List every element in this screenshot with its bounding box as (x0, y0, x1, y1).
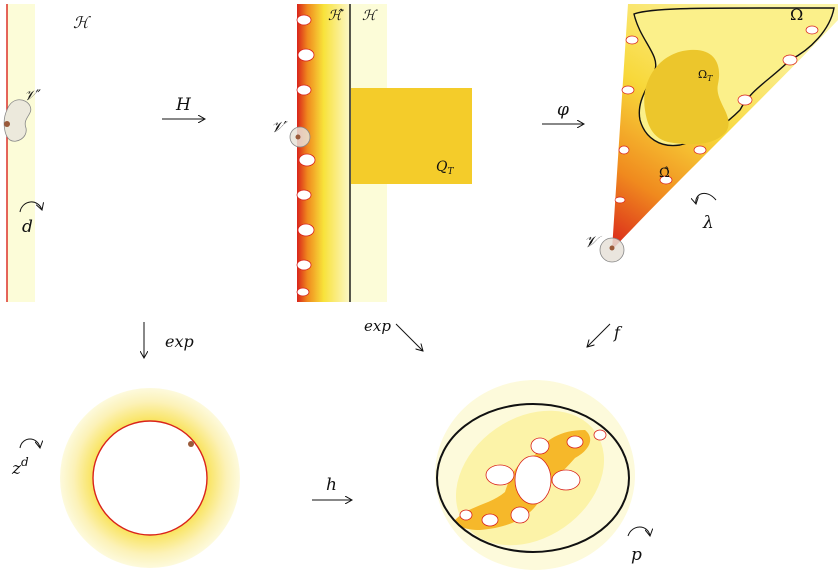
Omega-T-region (644, 49, 729, 145)
label-map-phi: φ (557, 100, 569, 120)
p-rotation-arrow (627, 526, 650, 536)
panel-bottom-right-julia: p (435, 380, 650, 570)
d-rotation-arrow (19, 201, 42, 213)
arrow-exp-diag: exp (364, 317, 423, 351)
label-H-hat: ℋ̂ (328, 8, 344, 24)
label-z-d: zd (11, 455, 29, 479)
label-map-H: H (175, 95, 192, 115)
arrow-f: f (587, 323, 623, 347)
left-strip (7, 4, 35, 302)
Q-T-square (351, 88, 472, 184)
label-H-left: ℋ (73, 13, 91, 32)
v-double-blob (3, 99, 32, 142)
arrow-exp-down: exp (144, 322, 194, 358)
label-V-prime: 𝒱′ (271, 118, 288, 136)
arrow-h: h (312, 475, 352, 500)
label-exp-down: exp (165, 332, 194, 351)
label-exp-diag: exp (364, 317, 391, 335)
v-dot (609, 245, 615, 251)
v-double-dot (4, 121, 10, 127)
label-Omega: Ω (790, 5, 803, 24)
label-V-double: 𝒱″ (24, 88, 42, 104)
wedge-fractal-bulbs (614, 25, 819, 204)
circle-dot (188, 441, 194, 447)
panel-right-wedge: Ω ΩT Ω̂ λ 𝒱 (584, 4, 838, 263)
mid-fractal-bulbs (296, 14, 316, 297)
panel-bottom-left-disk: zd (11, 388, 240, 568)
arrow-H: H (162, 95, 205, 119)
panel-left-halfplane: ℋ 𝒱″ d (3, 4, 91, 302)
label-Omega-hat: Ω̂ (659, 166, 670, 181)
label-map-h: h (326, 475, 337, 495)
label-d: d (22, 217, 33, 237)
label-p: p (631, 545, 642, 565)
v-prime-dot (295, 134, 301, 140)
arrow-phi: φ (542, 100, 584, 124)
label-Q-T: QT (436, 159, 454, 177)
julia-enclosing-ellipse (436, 403, 630, 553)
panel-middle: ℋ̂ ℋ 𝒱′ QT (271, 4, 472, 302)
label-f: f (613, 323, 623, 342)
z-d-rotation-arrow (19, 438, 40, 448)
label-lambda: λ (702, 213, 714, 233)
julia-bulbs (459, 429, 607, 527)
unit-circle-hole (92, 420, 208, 536)
label-Omega-T: ΩT (698, 68, 713, 83)
label-H-mid: ℋ (362, 8, 378, 24)
lambda-rotation-arrow (696, 192, 717, 204)
